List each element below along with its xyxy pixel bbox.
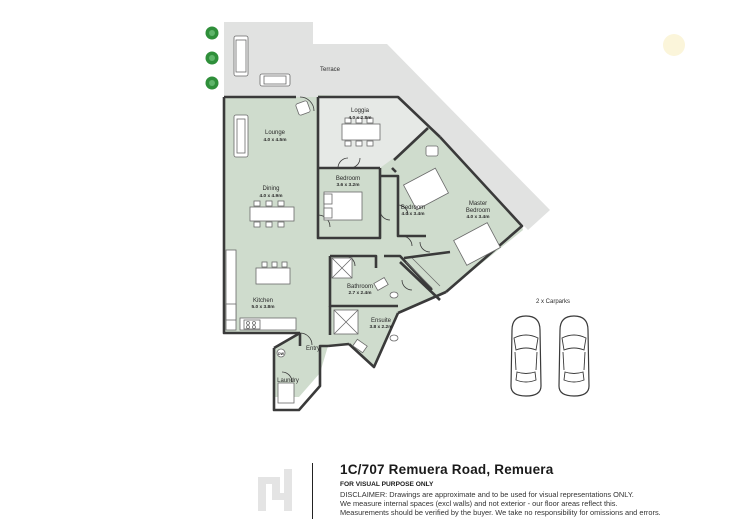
company-logo [258, 469, 292, 511]
kitchen-label: Kitchen [253, 298, 273, 304]
master-bed [453, 222, 501, 266]
loggia-table [341, 117, 381, 147]
kitchen-fittings [225, 249, 297, 331]
tree-icon [205, 76, 219, 90]
ensuite-label: Ensuite [371, 318, 392, 324]
kitchen-dim: 5.0 x 3.8m [252, 304, 275, 310]
car-icon [558, 315, 590, 397]
terrace-label: Terrace [320, 67, 341, 73]
loggia-label: Loggia [351, 108, 370, 114]
laundry-label: Laundry [277, 378, 299, 384]
doors [281, 96, 431, 383]
bathroom-dim: 2.7 x 2.4m [349, 290, 372, 296]
interior-floor [224, 95, 523, 397]
entry-label: Entry [306, 346, 320, 352]
bedroom-dim: 3.6 x 3.2m [337, 182, 360, 188]
tree-icon [205, 51, 219, 65]
master-label-2: Bedroom [466, 208, 490, 214]
bedroom-label: Bedroom [336, 176, 360, 182]
disclaimer-line-1: DISCLAIMER: Drawings are approximate and… [340, 490, 634, 499]
master-label-1: Master [469, 201, 487, 207]
visual-purpose-note: FOR VISUAL PURPOSE ONLY [340, 481, 434, 488]
laundry-fittings [276, 348, 295, 404]
bathroom-fittings [331, 257, 399, 299]
bedroom-2-dim: 4.0 x 3.4m [402, 211, 425, 217]
dw-label: DW [278, 352, 285, 356]
dining-dim: 4.0 x 4.9m [260, 193, 283, 199]
lounge-dim: 4.0 x 4.5m [264, 137, 287, 143]
master-dim: 4.0 x 3.4m [467, 214, 490, 220]
car-icon [510, 315, 542, 397]
tree-icon [205, 26, 219, 40]
ensuite-dim: 3.8 x 2.2m [370, 324, 393, 330]
sun-icon [663, 34, 685, 56]
bathroom-label: Bathroom [347, 284, 373, 290]
lounge-label: Lounge [265, 130, 286, 136]
loggia-dim: 4.0 x 2.8m [349, 115, 372, 121]
bedroom-2-label: Bedroom [401, 205, 425, 211]
lounge-furniture [233, 100, 311, 158]
walls [222, 95, 524, 412]
footer-divider [312, 463, 313, 519]
disclaimer-line-3: Measurements should be verified by the b… [340, 508, 661, 517]
bedroom-bed [323, 191, 363, 221]
bedroom-2-bed [402, 145, 450, 211]
ensuite-fittings [333, 309, 399, 354]
carparks-label: 2 x Carparks [536, 299, 570, 305]
terrace-area [224, 22, 550, 230]
dining-table [249, 200, 295, 228]
disclaimer-line-2: We measure internal spaces (excl walls) … [340, 499, 618, 508]
wardrobe-lines [405, 257, 441, 289]
property-address: 1C/707 Remuera Road, Remuera [340, 462, 554, 477]
dining-label: Dining [262, 186, 279, 192]
terrace-furniture [233, 35, 291, 87]
